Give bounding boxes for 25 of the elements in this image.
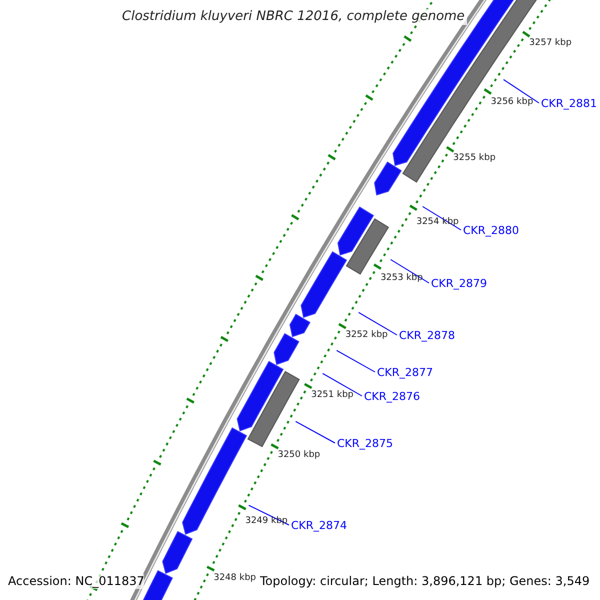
gene-label: CKR_2875: [337, 436, 394, 450]
gene-label: CKR_2877: [377, 366, 434, 378]
genome-info-text: Topology: circular; Length: 3,896,121 bp; Genes: 3,549: [260, 574, 590, 589]
scale-label: 3248 kbp: [214, 572, 256, 583]
gene-label: CKR_2876: [364, 390, 420, 402]
gene-label: CKR_2878: [399, 328, 456, 342]
leader-line: [336, 350, 376, 372]
leader-line: [295, 420, 336, 444]
leader-line: [322, 372, 362, 396]
scale-label: 3251 kbp: [311, 390, 354, 400]
scale-label: 3250 kbp: [278, 450, 320, 460]
gene-label: CKR_2880: [463, 224, 520, 236]
accession-text: Accession: NC_011837: [8, 574, 144, 589]
leader-line: [390, 259, 430, 284]
leader-line: [358, 312, 398, 336]
gene-label: CKR_2879: [431, 276, 488, 290]
gene-label: CKR_2881: [541, 96, 598, 110]
scale-label: 3256 kbp: [490, 97, 534, 108]
scale-label: 3255 kbp: [453, 153, 496, 164]
title: Clostridium kluyveri NBRC 12016, complete genome: [120, 9, 467, 25]
gene-label: CKR_2874: [291, 518, 348, 532]
scale-label: 3252 kbp: [345, 330, 388, 340]
leader-line: [503, 79, 540, 104]
scale-label: 3257 kbp: [529, 38, 572, 48]
scale-label: 3253 kbp: [380, 272, 423, 283]
